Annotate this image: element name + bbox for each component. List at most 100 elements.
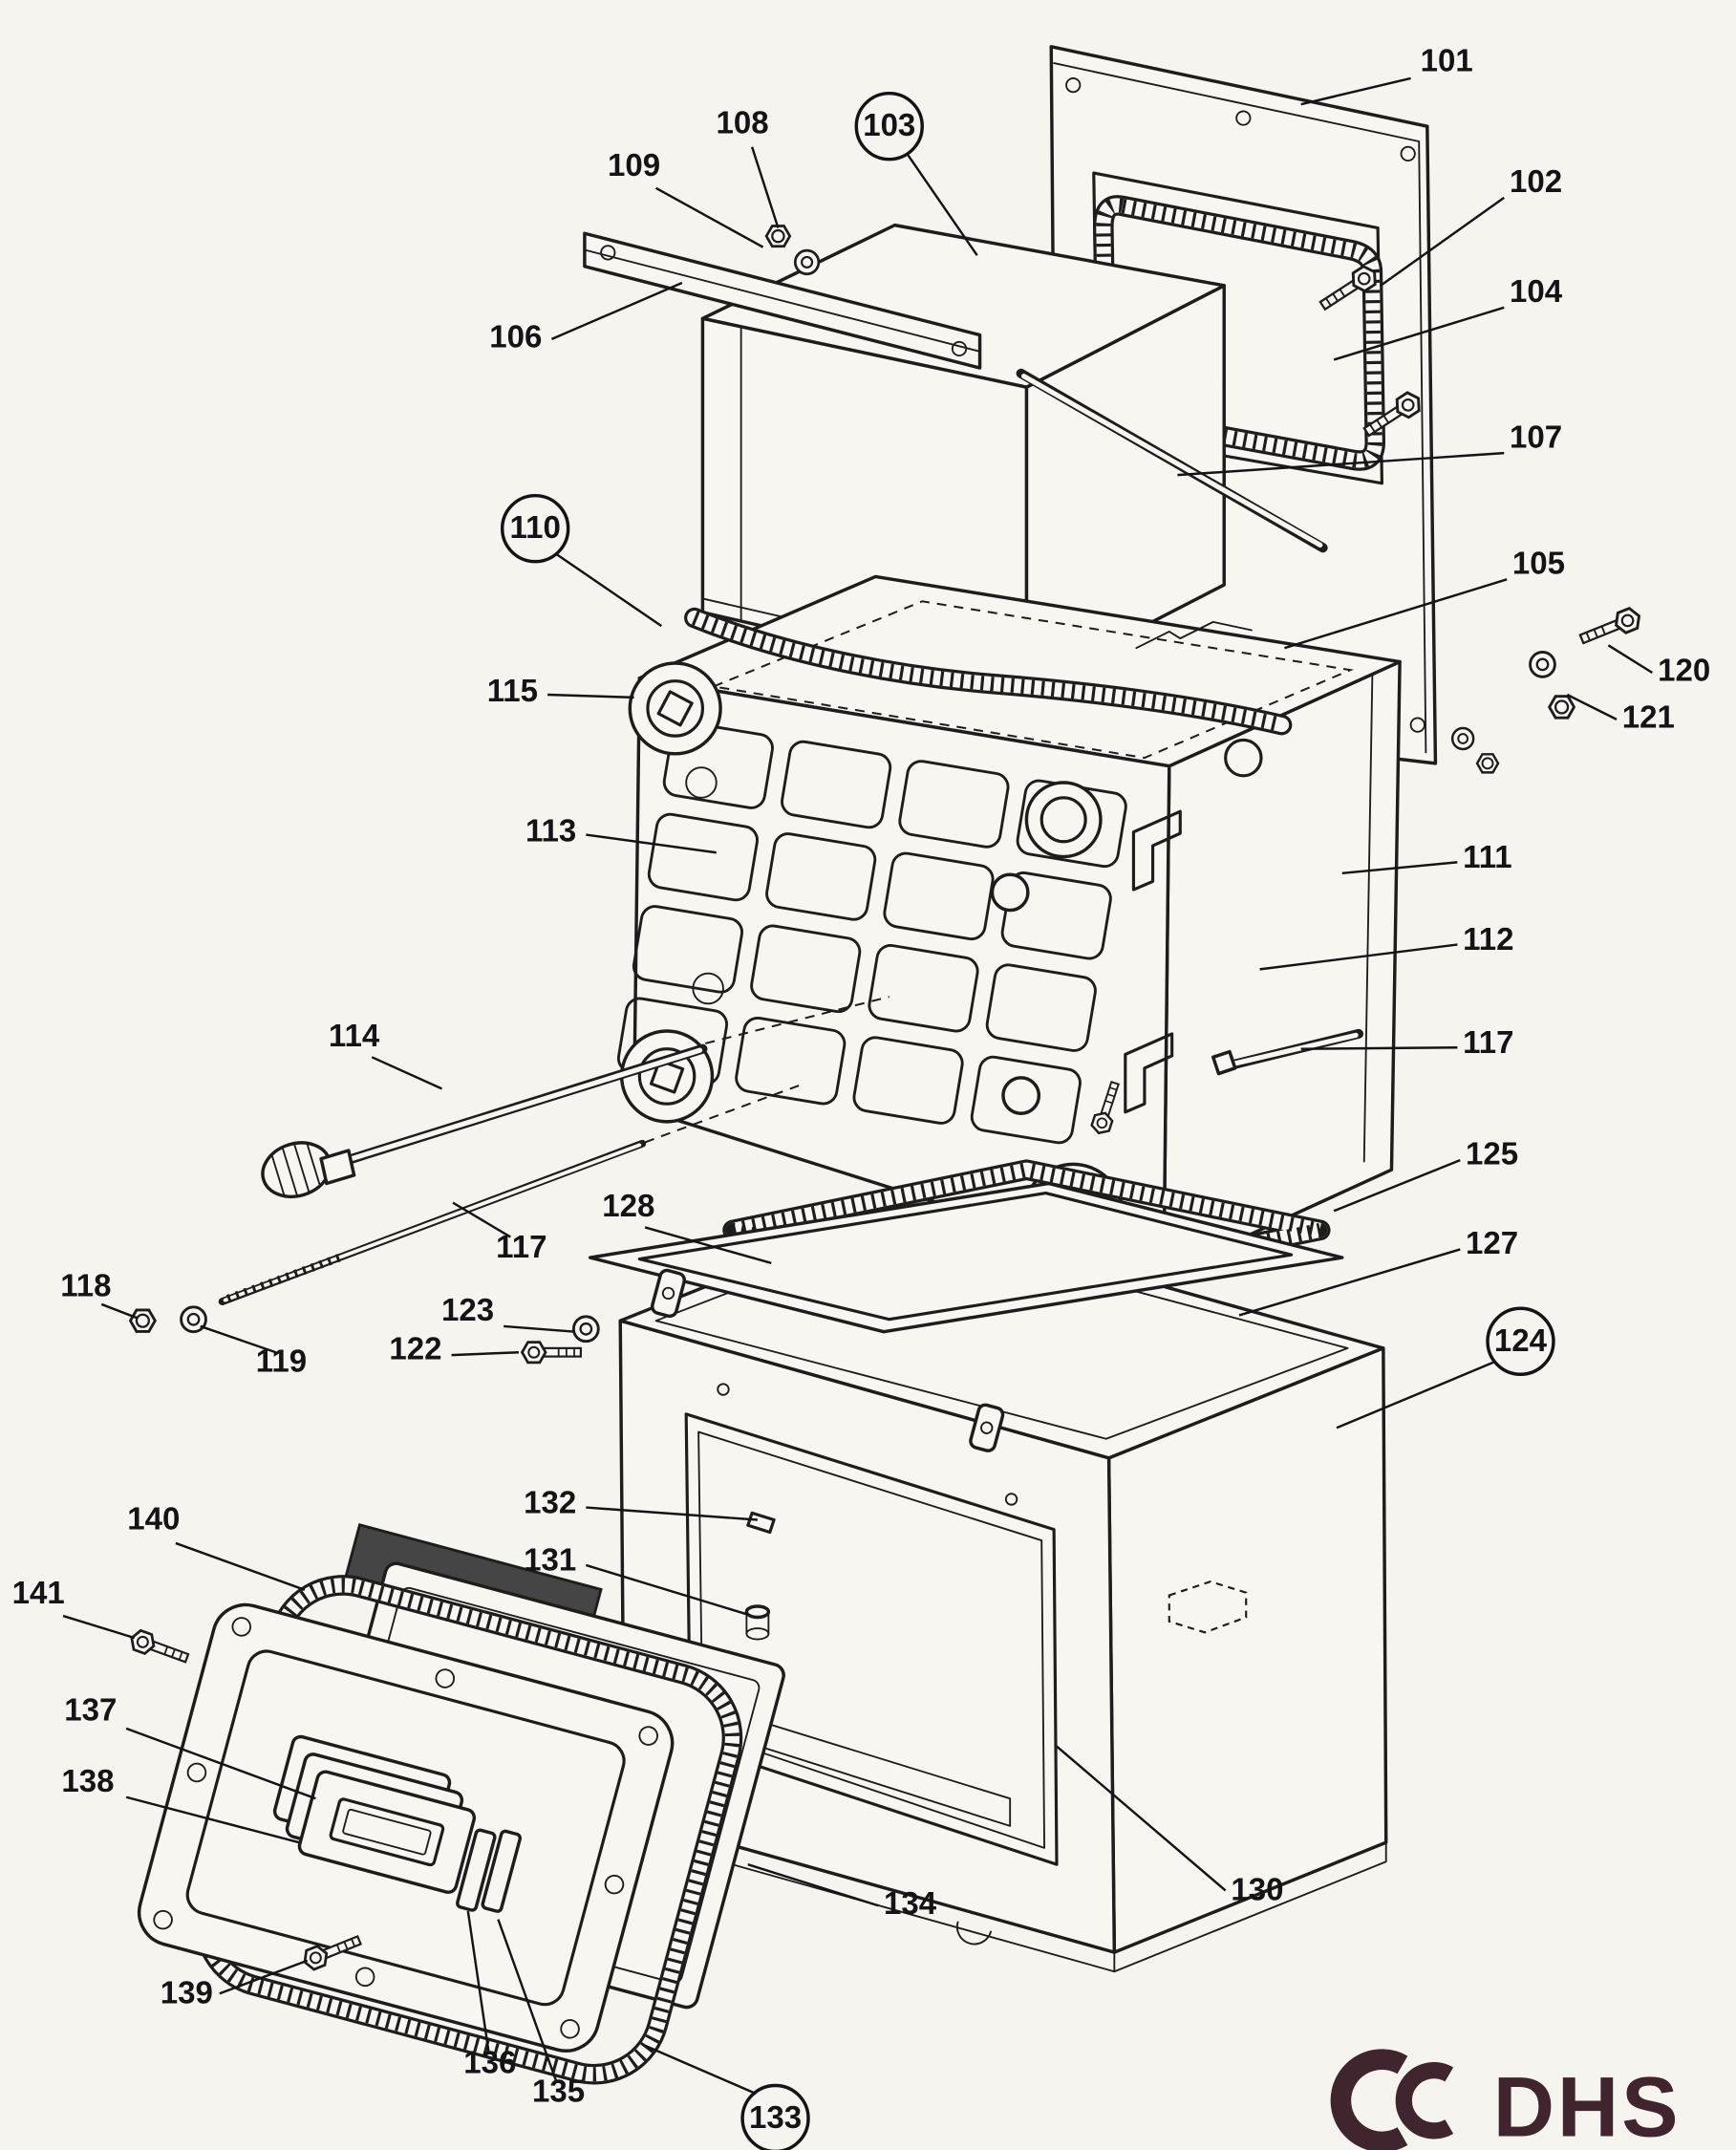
callout-119: 119 (200, 1324, 307, 1379)
callout-circle-133 (740, 2083, 810, 2150)
leader-line-128 (644, 1226, 772, 1265)
leader-line-138 (125, 1795, 300, 1844)
housing-grid-113 (616, 720, 1127, 1145)
leader-line-112 (1259, 943, 1458, 971)
leader-line-141 (62, 1614, 136, 1640)
leader-line-132 (586, 1506, 758, 1521)
boss-115 (628, 661, 722, 756)
callout-104: 104 (1333, 274, 1563, 361)
callout-114: 114 (329, 1019, 443, 1090)
callout-label-139: 139 (161, 1975, 213, 2010)
leader-line-104 (1333, 306, 1505, 361)
leader-line-117 (1300, 1046, 1458, 1050)
leader-line-136 (466, 1910, 490, 2052)
callout-137: 137 (64, 1692, 316, 1800)
callout-layer: 101 108 103 109 102 104 106 107 110 105 115 120 121 1… (12, 44, 1710, 2150)
leader-line-140 (175, 1541, 306, 1591)
bottom-notch (955, 1921, 992, 1946)
callout-circle-124 (1486, 1306, 1555, 1376)
callout-label-122: 122 (389, 1331, 441, 1366)
leader-line-131 (585, 1563, 749, 1616)
leader-line-101 (1300, 76, 1411, 106)
callout-102: 102 (1380, 164, 1562, 287)
cover-box-103 (700, 223, 1226, 689)
callout-label-134: 134 (884, 1886, 937, 1922)
callout-124: 124 (1336, 1306, 1555, 1430)
callout-label-135: 135 (532, 2075, 585, 2110)
threaded-rod-117 (218, 1139, 647, 1306)
dhs-logo: DHS (1330, 2049, 1679, 2150)
callout-label-140: 140 (127, 1502, 180, 1537)
callout-120: 120 (1607, 644, 1710, 689)
callout-label-101: 101 (1421, 44, 1473, 79)
callout-108: 108 (717, 105, 780, 228)
callout-136: 136 (463, 1910, 516, 2081)
callout-121: 121 (1566, 693, 1675, 735)
leader-line-139 (219, 1959, 309, 1995)
callout-label-103: 103 (863, 108, 915, 143)
leader-line-117 (452, 1201, 511, 1238)
callout-label-132: 132 (524, 1485, 576, 1520)
callout-label-111: 111 (1463, 840, 1511, 875)
dhs-logo-arc-outer (1330, 2049, 1408, 2150)
callout-label-138: 138 (61, 1764, 114, 1799)
callout-141: 141 (12, 1576, 136, 1640)
leader-line-105 (1284, 578, 1508, 650)
callout-label-102: 102 (1510, 164, 1562, 200)
callout-label-127: 127 (1466, 1226, 1518, 1261)
callout-label-120: 120 (1658, 654, 1710, 689)
callout-label-114: 114 (329, 1019, 380, 1054)
callout-122: 122 (389, 1331, 519, 1366)
callout-101: 101 (1300, 44, 1473, 106)
callout-127: 127 (1238, 1226, 1518, 1317)
callout-109: 109 (608, 148, 764, 248)
clip-132 (746, 1511, 776, 1535)
leader-line-114 (371, 1056, 443, 1090)
callout-label-121: 121 (1622, 699, 1675, 735)
callout-123: 123 (441, 1293, 575, 1333)
callout-110: 110 (500, 493, 663, 628)
leader-line-119 (200, 1324, 277, 1354)
leader-line-122 (451, 1351, 519, 1357)
leader-line-113 (586, 833, 717, 854)
callout-label-137: 137 (64, 1692, 117, 1728)
callout-label-107: 107 (1510, 419, 1562, 455)
nut-118 (129, 1308, 157, 1333)
gasket-frame-127-128 (588, 1181, 1344, 1334)
callout-label-131: 131 (524, 1543, 576, 1579)
plug-rod-114 (261, 1043, 708, 1199)
callout-label-123: 123 (441, 1293, 494, 1328)
callout-107: 107 (1177, 419, 1562, 477)
leader-line-123 (504, 1324, 575, 1333)
leader-line-109 (654, 186, 764, 248)
callout-label-109: 109 (608, 148, 660, 183)
plate-stack-137-138 (272, 1734, 477, 1894)
callout-label-105: 105 (1512, 547, 1565, 582)
callout-118: 118 (60, 1268, 139, 1320)
leader-line-134 (747, 1862, 879, 1907)
bolt-120 (1575, 604, 1645, 651)
callout-label-141: 141 (12, 1576, 65, 1611)
callout-135: 135 (497, 1919, 585, 2110)
callout-label-108: 108 (717, 105, 769, 140)
leader-line-111 (1341, 861, 1458, 875)
callout-134: 134 (747, 1862, 937, 1922)
leader-line-133 (644, 2044, 757, 2096)
nut-108 (764, 225, 792, 248)
callout-106: 106 (489, 281, 683, 355)
callout-115: 115 (487, 674, 634, 709)
callout-label-112: 112 (1463, 922, 1513, 957)
callout-label-104: 104 (1510, 274, 1563, 310)
callout-label-136: 136 (463, 2046, 516, 2081)
leader-line-107 (1177, 451, 1505, 477)
callout-label-125: 125 (1466, 1136, 1518, 1172)
callout-circle-103 (854, 91, 924, 161)
dhs-logo-arc-inner (1395, 2062, 1454, 2139)
cylinder-131 (744, 1604, 771, 1641)
rim-tab-center (969, 1403, 1005, 1452)
callout-132: 132 (524, 1485, 758, 1521)
alignment-dashes (644, 996, 890, 1144)
callout-138: 138 (61, 1764, 300, 1844)
leader-line-135 (497, 1919, 557, 2081)
